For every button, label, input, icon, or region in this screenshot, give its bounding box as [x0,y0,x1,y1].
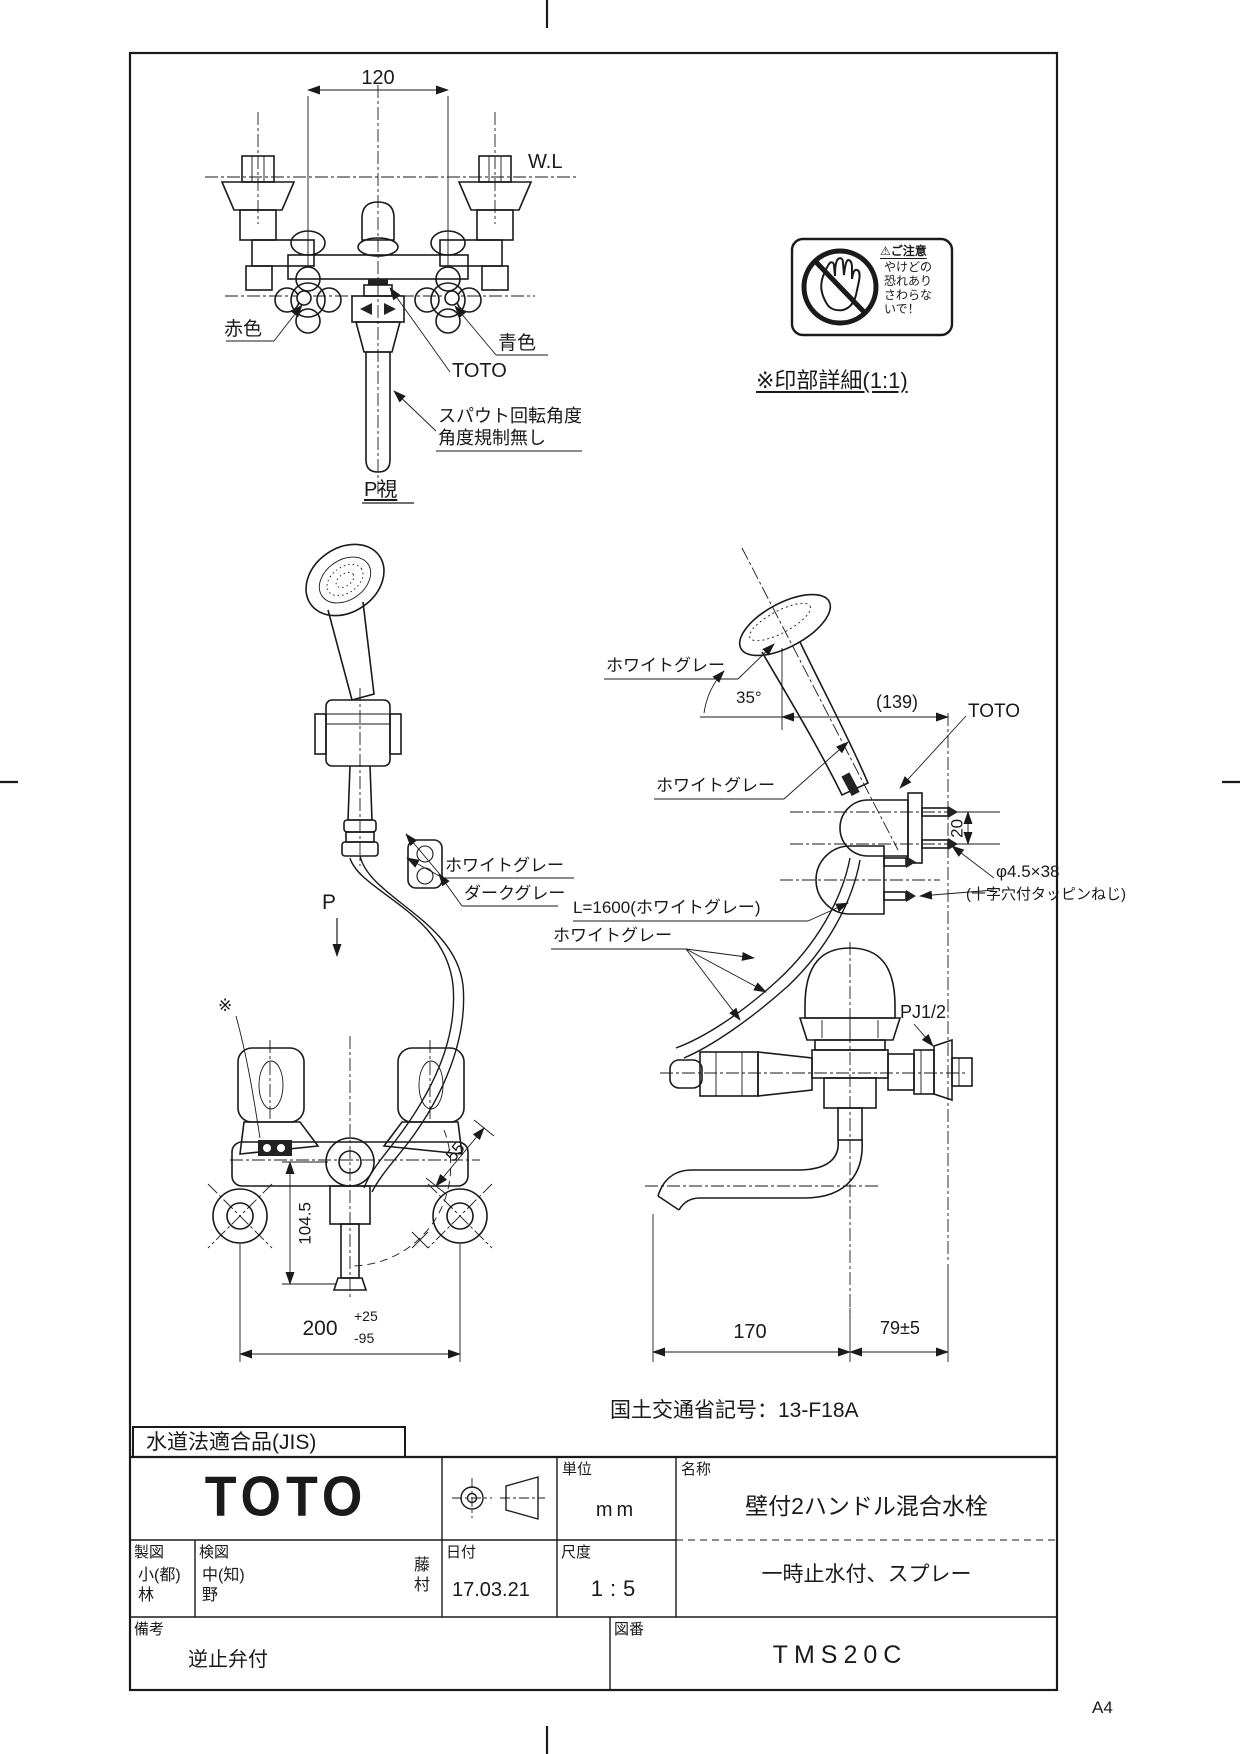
white-gray-label-body: ホワイトグレー [553,926,672,945]
product-subname: 一時止水付、スプレー [761,1563,972,1586]
checker-label: 検図 [199,1544,230,1561]
toto-logo: TOTO [204,1465,368,1529]
caution-heading: ⚠ご注意 [880,244,927,258]
scale-value: 1:5 [590,1576,643,1601]
drawing-number: TMS20C [772,1641,908,1669]
p-view-label: P視 [364,479,398,501]
number-label: 図番 [614,1621,645,1638]
caution-line-4: いで！ [884,302,920,316]
unit-value: mm [595,1499,638,1521]
detail-scale-note: ※印部詳細(1:1) [756,368,908,393]
scale-label: 尺度 [561,1544,592,1561]
brand-callout-top: TOTO [452,360,507,382]
compliance-label: 水道法適合品(JIS) [146,1431,317,1454]
dim-200-tol-minus: -95 [354,1330,375,1346]
dim-120: 120 [361,67,395,89]
dim-79: 79±5 [880,1318,920,1338]
date-label: 日付 [446,1544,477,1561]
projection-symbol-icon [452,1476,545,1520]
caution-line-1: やけどの [884,260,933,274]
thread-label: PJ1/2 [900,1002,947,1022]
dim-139: (139) [876,692,919,712]
dim-angle-35: 35° [736,688,762,707]
checker2-name: 藤 村 [414,1557,431,1594]
screw-spec: φ4.5×38 [996,862,1060,881]
side-view-drawing [645,942,973,1362]
checker-name: 中(知) 野 [202,1567,245,1604]
hose-length-label: L=1600(ホワイトグレー) [573,898,761,917]
white-gray-label-head: ホワイトグレー [606,656,725,675]
top-view-drawing [205,85,582,504]
drafter-name: 小(都) 林 [138,1567,181,1604]
left-handle [274,266,342,334]
caution-line-3: さわらな [884,288,933,302]
dim-104-5: 104.5 [295,1202,315,1245]
title-block-grid [130,1426,1057,1690]
date-value: 17.03.21 [452,1579,530,1601]
prohibition-circle-icon [801,248,879,326]
brand-callout-shower: TOTO [968,701,1021,722]
drafter-label: 製図 [134,1544,165,1561]
front-view-drawing [207,1015,495,1362]
remarks-label: 備考 [134,1621,165,1638]
dim-200: 200 [302,1317,338,1340]
dim-20: 20 [947,818,967,838]
wall-shower-drawing [551,547,1000,1262]
remarks-value: 逆止弁付 [188,1649,268,1671]
water-line-label: W.L [528,151,563,173]
hand-shower-drawing [305,543,849,1193]
red-color-label: 赤色 [224,319,263,340]
name-label: 名称 [681,1461,712,1478]
dim-200-tol-plus: +25 [354,1308,378,1324]
white-gray-label-handle: ホワイトグレー [656,776,775,795]
spout-rotation-note: スパウト回転角度 角度規制無し [438,406,582,448]
unit-label: 単位 [562,1461,593,1478]
ministry-code: 国土交通省記号：13-F18A [610,1399,859,1422]
blue-color-label: 青色 [498,333,537,354]
product-name: 壁付2ハンドル混合水栓 [745,1493,988,1519]
dim-170: 170 [733,1321,767,1343]
ref-mark: ※ [218,996,233,1015]
dark-gray-label: ダークグレー [464,884,566,903]
sheet-size-label: A4 [1092,1698,1113,1717]
screw-type: (十字穴付タッピンねじ) [966,886,1126,903]
caution-line-2: 恐れあり [884,274,933,288]
caution-label-drawing [790,237,954,337]
white-gray-label-hanger: ホワイトグレー [445,856,564,875]
right-handle [414,266,482,334]
view-direction-p: P [322,891,337,914]
